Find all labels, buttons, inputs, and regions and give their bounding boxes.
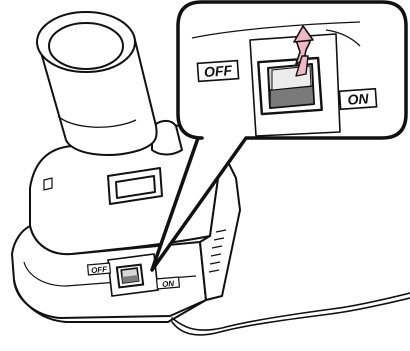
on-text-small: ON [162,279,175,289]
rocker-switch-small [121,268,138,283]
off-text-small: OFF [91,265,109,275]
off-label-small: OFF [88,263,111,275]
on-label-small: ON [157,277,180,289]
off-label-zoom: OFF [197,61,238,82]
battery-pack [37,12,182,155]
off-text-zoom: OFF [203,62,232,80]
on-text-zoom: ON [347,90,370,107]
rocker-switch-zoom [268,64,314,108]
on-label-zoom: ON [339,89,376,109]
